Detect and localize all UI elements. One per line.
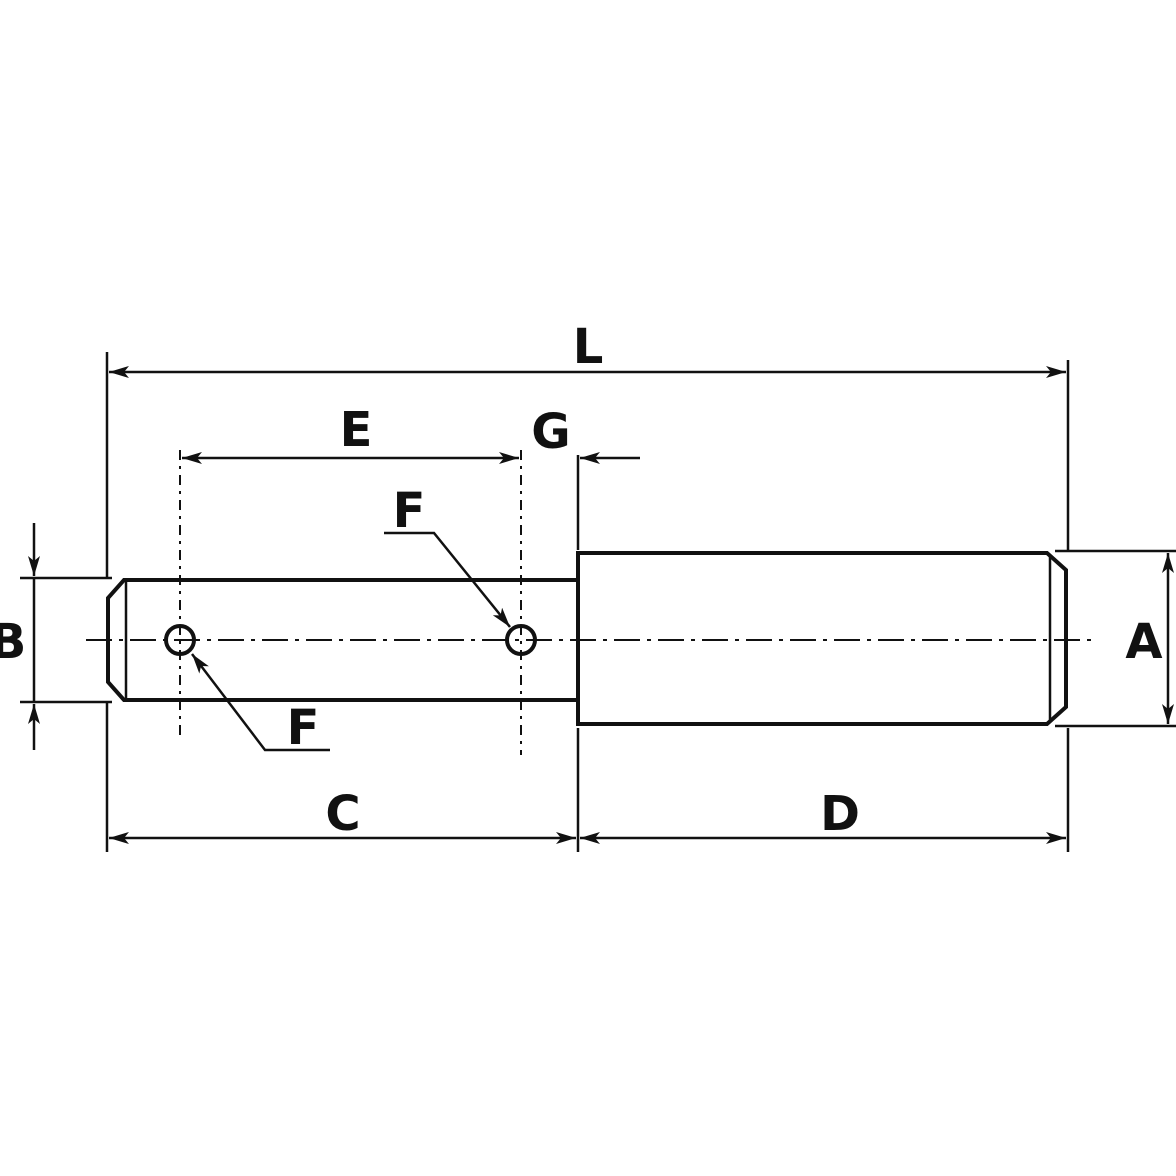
large-body-outline: [576, 551, 1068, 726]
label-G: G: [531, 404, 570, 460]
leader-F-lower: [191, 653, 330, 752]
label-E: E: [340, 402, 373, 458]
label-C: C: [325, 786, 360, 842]
label-B: B: [0, 614, 26, 670]
label-A: A: [1125, 614, 1162, 670]
label-D: D: [820, 786, 860, 842]
label-F-upper: F: [393, 483, 426, 539]
label-L: L: [573, 319, 604, 375]
extension-lines: [20, 352, 1176, 852]
label-F-lower: F: [287, 700, 320, 756]
pin-body: [106, 551, 1068, 726]
leader-F-upper: [384, 531, 511, 628]
